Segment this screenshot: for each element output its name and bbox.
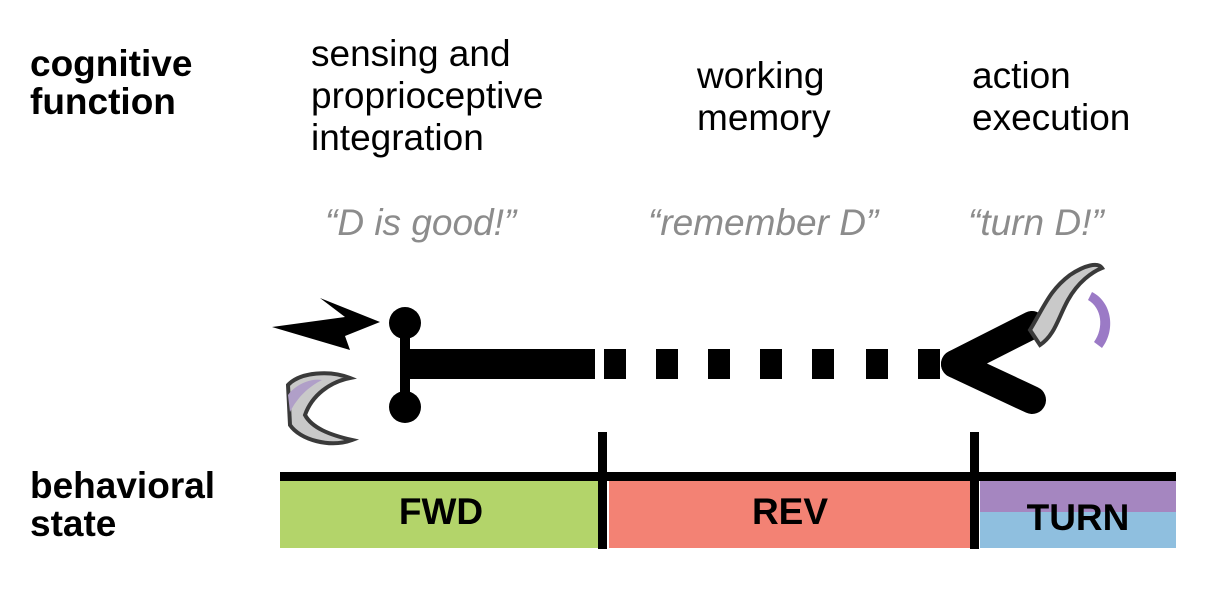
function-action-line1: action <box>972 55 1071 96</box>
state-fwd-label: FWD <box>280 476 602 548</box>
divider-rev-turn <box>970 432 979 549</box>
cognitive-label-line2: function <box>30 81 176 122</box>
cognitive-label-line1: cognitive <box>30 43 193 84</box>
function-action-execution: action execution <box>972 55 1130 139</box>
action-arrowhead <box>941 311 1046 414</box>
worm-left-icon <box>285 371 360 446</box>
turn-arrow-icon <box>1088 292 1111 348</box>
state-rev-label: REV <box>609 476 971 548</box>
sensor-knob-bottom <box>389 391 421 423</box>
behavioral-state-label: behavioral state <box>30 467 215 543</box>
quote-memory: “remember D” <box>648 202 879 243</box>
worm-right-icon <box>1027 262 1106 348</box>
quote-action: “turn D!” <box>968 202 1104 243</box>
divider-fwd-rev <box>598 432 607 549</box>
state-turn-top <box>980 476 1176 512</box>
function-sensing-line3: integration <box>311 117 484 158</box>
sensor-stem <box>400 322 410 410</box>
state-fwd-bar: FWD <box>280 476 602 548</box>
function-action-line2: execution <box>972 97 1131 138</box>
quote-sensing: “D is good!” <box>325 202 517 243</box>
state-turn-label: TURN <box>1026 497 1130 538</box>
function-sensing: sensing and proprioceptive integration <box>311 33 543 159</box>
function-sensing-line1: sensing and <box>311 33 511 74</box>
function-working-memory: working memory <box>697 55 831 139</box>
behavioral-label-line1: behavioral <box>30 465 216 506</box>
lightning-icon <box>272 298 380 350</box>
state-turn-bottom <box>980 512 1176 548</box>
sensor-knob-top <box>389 307 421 339</box>
state-turn-bar: TURN <box>980 476 1176 548</box>
behavioral-label-line2: state <box>30 503 117 544</box>
state-rev-bar: REV <box>609 476 971 548</box>
function-sensing-line2: proprioceptive <box>311 75 544 116</box>
state-bar-top-line <box>280 472 1176 481</box>
memory-dashed-line <box>604 349 940 379</box>
sensing-solid-bar <box>407 349 595 379</box>
function-memory-line2: memory <box>697 97 831 138</box>
cognitive-function-label: cognitive function <box>30 45 192 121</box>
function-memory-line1: working <box>697 55 825 96</box>
